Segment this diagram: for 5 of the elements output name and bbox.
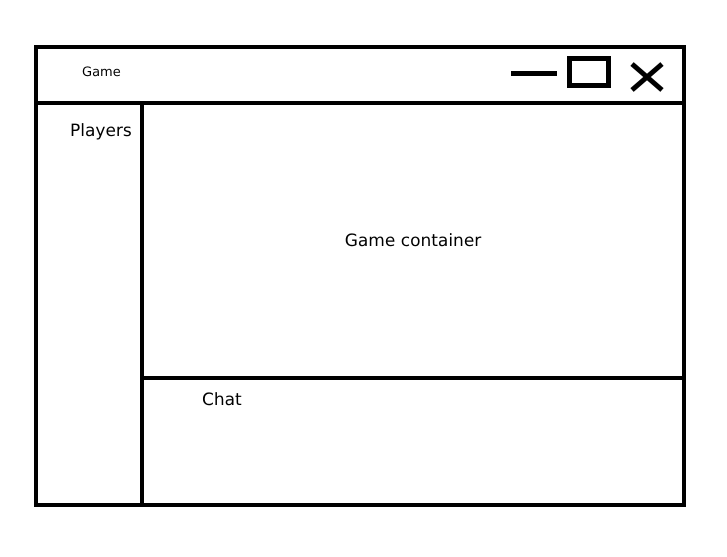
- panel-title: Players: [70, 121, 132, 141]
- window-title: Game: [82, 65, 121, 80]
- panel-title: Chat: [202, 390, 242, 410]
- window-frame: [34, 45, 686, 507]
- panel-title: Game container: [344, 230, 482, 250]
